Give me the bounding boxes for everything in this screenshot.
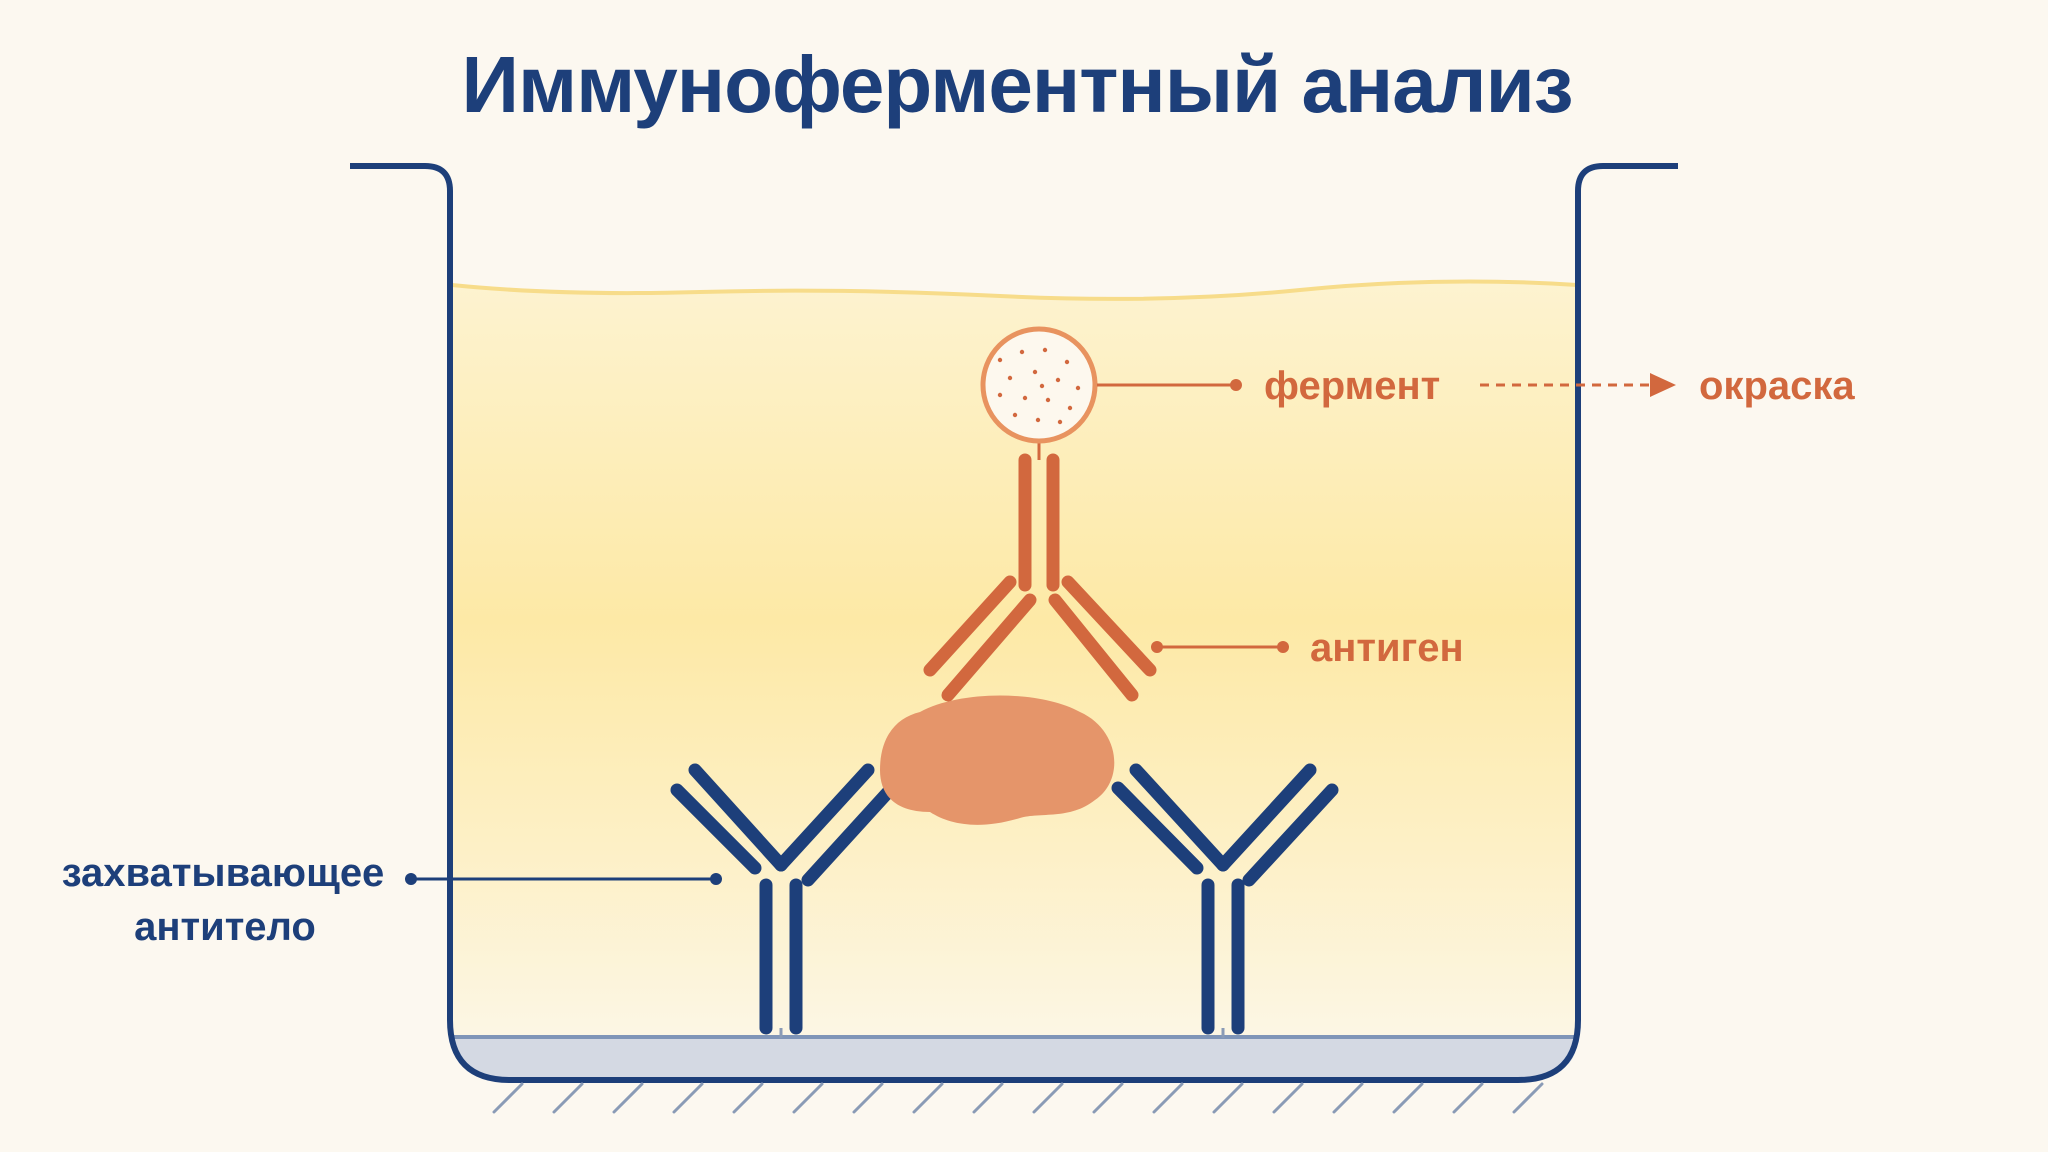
antigen-blob (880, 695, 1115, 825)
label-enzyme: фермент (1264, 364, 1440, 408)
well-outline (350, 163, 1678, 1083)
label-antigen: антиген (1310, 626, 1464, 670)
label-capture-line2: антитело (134, 905, 316, 949)
antigen-leader-dot-end (1277, 641, 1289, 653)
label-capture-line1: захватывающее (62, 851, 385, 895)
capture-antibody-right (1111, 763, 1339, 1035)
page-title: Иммуноферментный анализ (461, 40, 1572, 129)
capture-antibody-left (670, 763, 897, 1035)
capture-leader-dot-end (710, 873, 722, 885)
liquid-surface (451, 279, 1578, 301)
enzyme-leader-dot (1230, 379, 1242, 391)
label-color: окраска (1699, 364, 1855, 408)
well-bottom-plate (452, 1037, 1577, 1078)
base-hatching (492, 1082, 1544, 1114)
detection-antibody (923, 453, 1157, 702)
enzyme-circle (980, 326, 1098, 444)
color-arrow-head (1650, 373, 1676, 397)
